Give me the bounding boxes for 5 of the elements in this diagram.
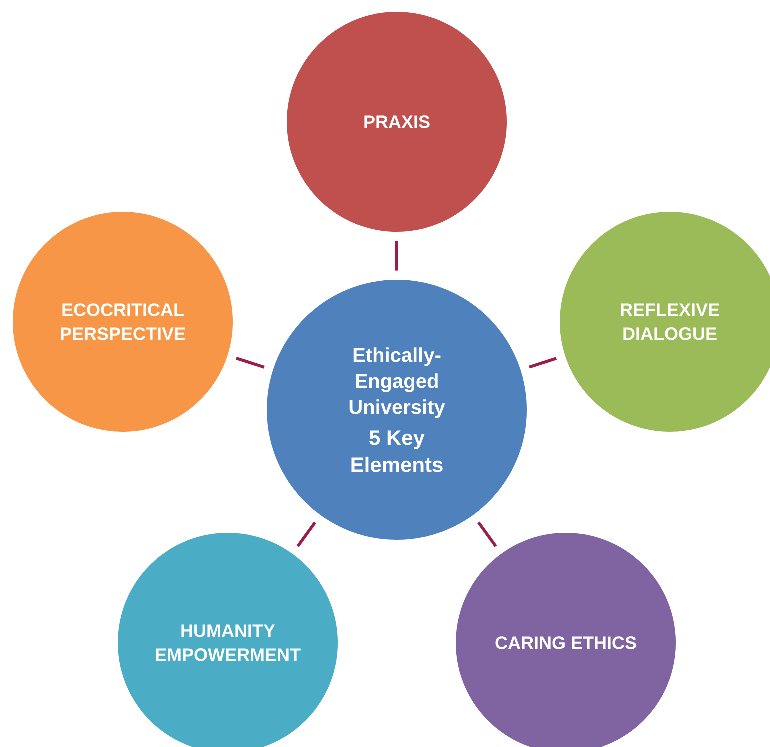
connector-line (236, 357, 265, 369)
connector-line (296, 522, 316, 548)
connector-line (396, 241, 398, 271)
connector-line (478, 522, 498, 548)
connector-line (529, 357, 558, 369)
